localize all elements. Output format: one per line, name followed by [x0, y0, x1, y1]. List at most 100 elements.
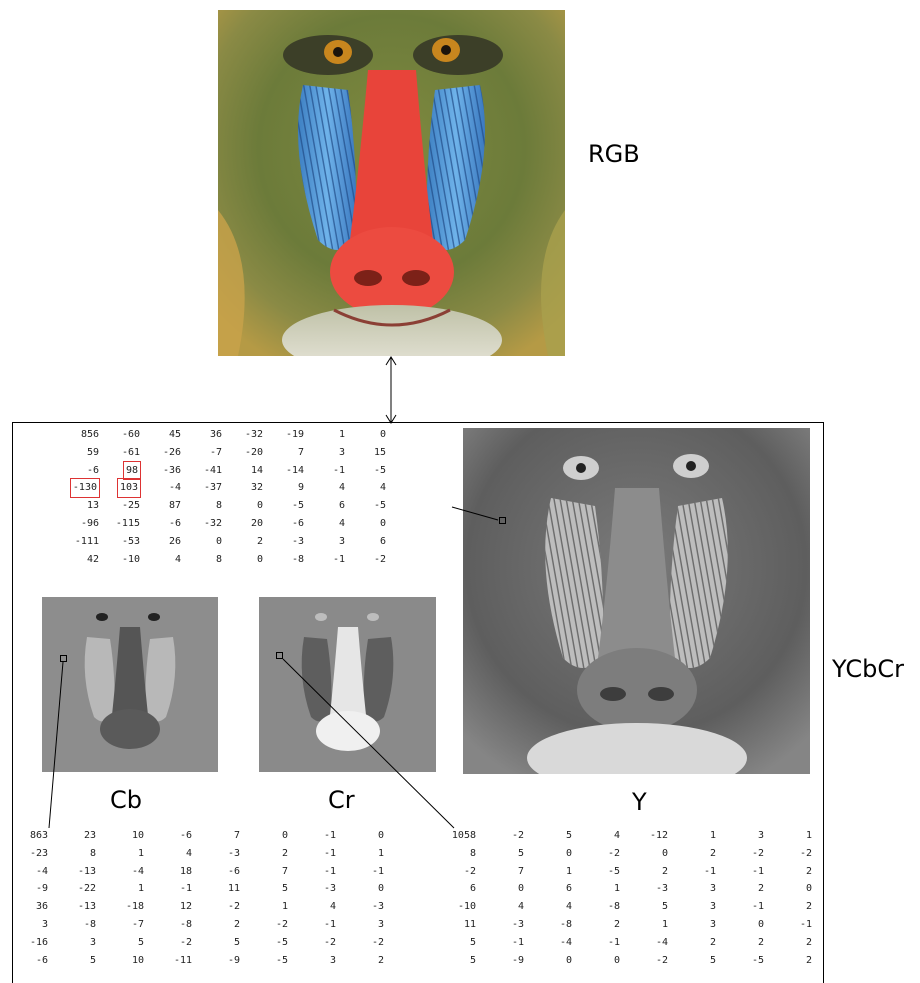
matrix-cell: 9: [263, 479, 304, 497]
matrix-cell: 0: [620, 845, 668, 863]
matrix-cell: -9: [192, 952, 240, 970]
matrix-cell: -6: [58, 462, 99, 480]
matrix-cell: 7: [476, 863, 524, 881]
matrix-cell: -14: [263, 462, 304, 480]
matrix-cell: 4: [304, 515, 345, 533]
matrix-cell: -1: [764, 916, 812, 934]
y-label: Y: [632, 788, 647, 816]
matrix-cell: -32: [222, 426, 263, 444]
matrix-cell: 1: [764, 827, 812, 845]
matrix-cell: 12: [144, 898, 192, 916]
matrix-cell: 2: [764, 952, 812, 970]
matrix-cell: -5: [240, 952, 288, 970]
matrix-cell: 4: [288, 898, 336, 916]
matrix-cell: 36: [0, 898, 48, 916]
matrix-cell: 26: [140, 533, 181, 551]
matrix-cell: -16: [0, 934, 48, 952]
matrix-cell: -3: [263, 533, 304, 551]
matrix-cell: 2: [716, 934, 764, 952]
matrix-cell: 3: [288, 952, 336, 970]
matrix-cell: -2: [716, 845, 764, 863]
matrix-cell: 1: [620, 916, 668, 934]
matrix-cell: -4: [0, 863, 48, 881]
matrix-cell: 0: [222, 497, 263, 515]
matrix-cell: -7: [181, 444, 222, 462]
matrix-cell: -2: [428, 863, 476, 881]
matrix-cell: 23: [48, 827, 96, 845]
matrix-cell: -26: [140, 444, 181, 462]
matrix-cell: 0: [345, 515, 386, 533]
matrix-cell: 2: [240, 845, 288, 863]
matrix-cell: -6: [192, 863, 240, 881]
rgb-mandrill-image: [218, 10, 565, 356]
matrix-cell: -4: [140, 479, 181, 497]
matrix-cell: -11: [144, 952, 192, 970]
matrix-cell: 3: [336, 916, 384, 934]
cr-dct-matrix: 1058-254-12131850-202-2-2-271-52-1-12606…: [428, 827, 812, 969]
matrix-cell: -10: [428, 898, 476, 916]
matrix-cell: 0: [716, 916, 764, 934]
matrix-cell: -20: [222, 444, 263, 462]
matrix-cell: 2: [336, 952, 384, 970]
matrix-cell: -5: [572, 863, 620, 881]
matrix-cell: -2: [240, 916, 288, 934]
matrix-cell: 6: [304, 497, 345, 515]
matrix-cell: 3: [48, 934, 96, 952]
matrix-cell: 6: [345, 533, 386, 551]
matrix-cell: -9: [0, 880, 48, 898]
matrix-cell: 1: [240, 898, 288, 916]
matrix-cell: 7: [263, 444, 304, 462]
cb-dct-matrix: 8632310-670-10-23814-32-11-4-13-418-67-1…: [0, 827, 384, 969]
matrix-cell: -96: [58, 515, 99, 533]
cb-chroma-image: [42, 597, 218, 772]
matrix-cell: 4: [572, 827, 620, 845]
matrix-cell: 2: [764, 863, 812, 881]
matrix-cell: 0: [345, 426, 386, 444]
matrix-cell: 5: [96, 934, 144, 952]
matrix-cell: -1: [716, 898, 764, 916]
matrix-cell: -18: [96, 898, 144, 916]
matrix-cell: 2: [620, 863, 668, 881]
matrix-cell: 0: [336, 827, 384, 845]
matrix-cell: 87: [140, 497, 181, 515]
matrix-cell: 8: [48, 845, 96, 863]
matrix-cell: -2: [764, 845, 812, 863]
matrix-cell: 7: [192, 827, 240, 845]
matrix-cell: 5: [240, 880, 288, 898]
matrix-cell: 5: [620, 898, 668, 916]
matrix-cell: 3: [0, 916, 48, 934]
matrix-cell: -1: [716, 863, 764, 881]
matrix-cell: 2: [668, 845, 716, 863]
matrix-cell: 0: [336, 880, 384, 898]
y-dct-matrix: 856-604536-32-191059-61-26-7-207315-698-…: [58, 426, 386, 568]
matrix-cell: 15: [345, 444, 386, 462]
matrix-cell: -36: [140, 462, 181, 480]
matrix-cell: 5: [428, 934, 476, 952]
matrix-cell: 2: [192, 916, 240, 934]
matrix-cell: 1: [572, 880, 620, 898]
matrix-cell: -9: [476, 952, 524, 970]
matrix-cell: 0: [764, 880, 812, 898]
matrix-cell: -32: [181, 515, 222, 533]
matrix-cell: -2: [572, 845, 620, 863]
matrix-cell: 11: [428, 916, 476, 934]
matrix-cell: 36: [181, 426, 222, 444]
matrix-cell: 5: [668, 952, 716, 970]
matrix-cell: -6: [0, 952, 48, 970]
matrix-cell: 856: [58, 426, 99, 444]
matrix-cell: -25: [99, 497, 140, 515]
matrix-cell: 103: [118, 479, 140, 497]
y-sample-square-icon: [499, 517, 506, 524]
matrix-cell: 4: [524, 898, 572, 916]
matrix-cell: 8: [181, 497, 222, 515]
matrix-cell: 3: [716, 827, 764, 845]
matrix-cell: 5: [428, 952, 476, 970]
matrix-cell: -1: [336, 863, 384, 881]
matrix-cell: -8: [572, 898, 620, 916]
matrix-cell: 2: [222, 533, 263, 551]
matrix-cell: 0: [572, 952, 620, 970]
matrix-cell: 4: [144, 845, 192, 863]
matrix-cell: 1058: [428, 827, 476, 845]
matrix-cell: -3: [192, 845, 240, 863]
matrix-cell: 13: [58, 497, 99, 515]
